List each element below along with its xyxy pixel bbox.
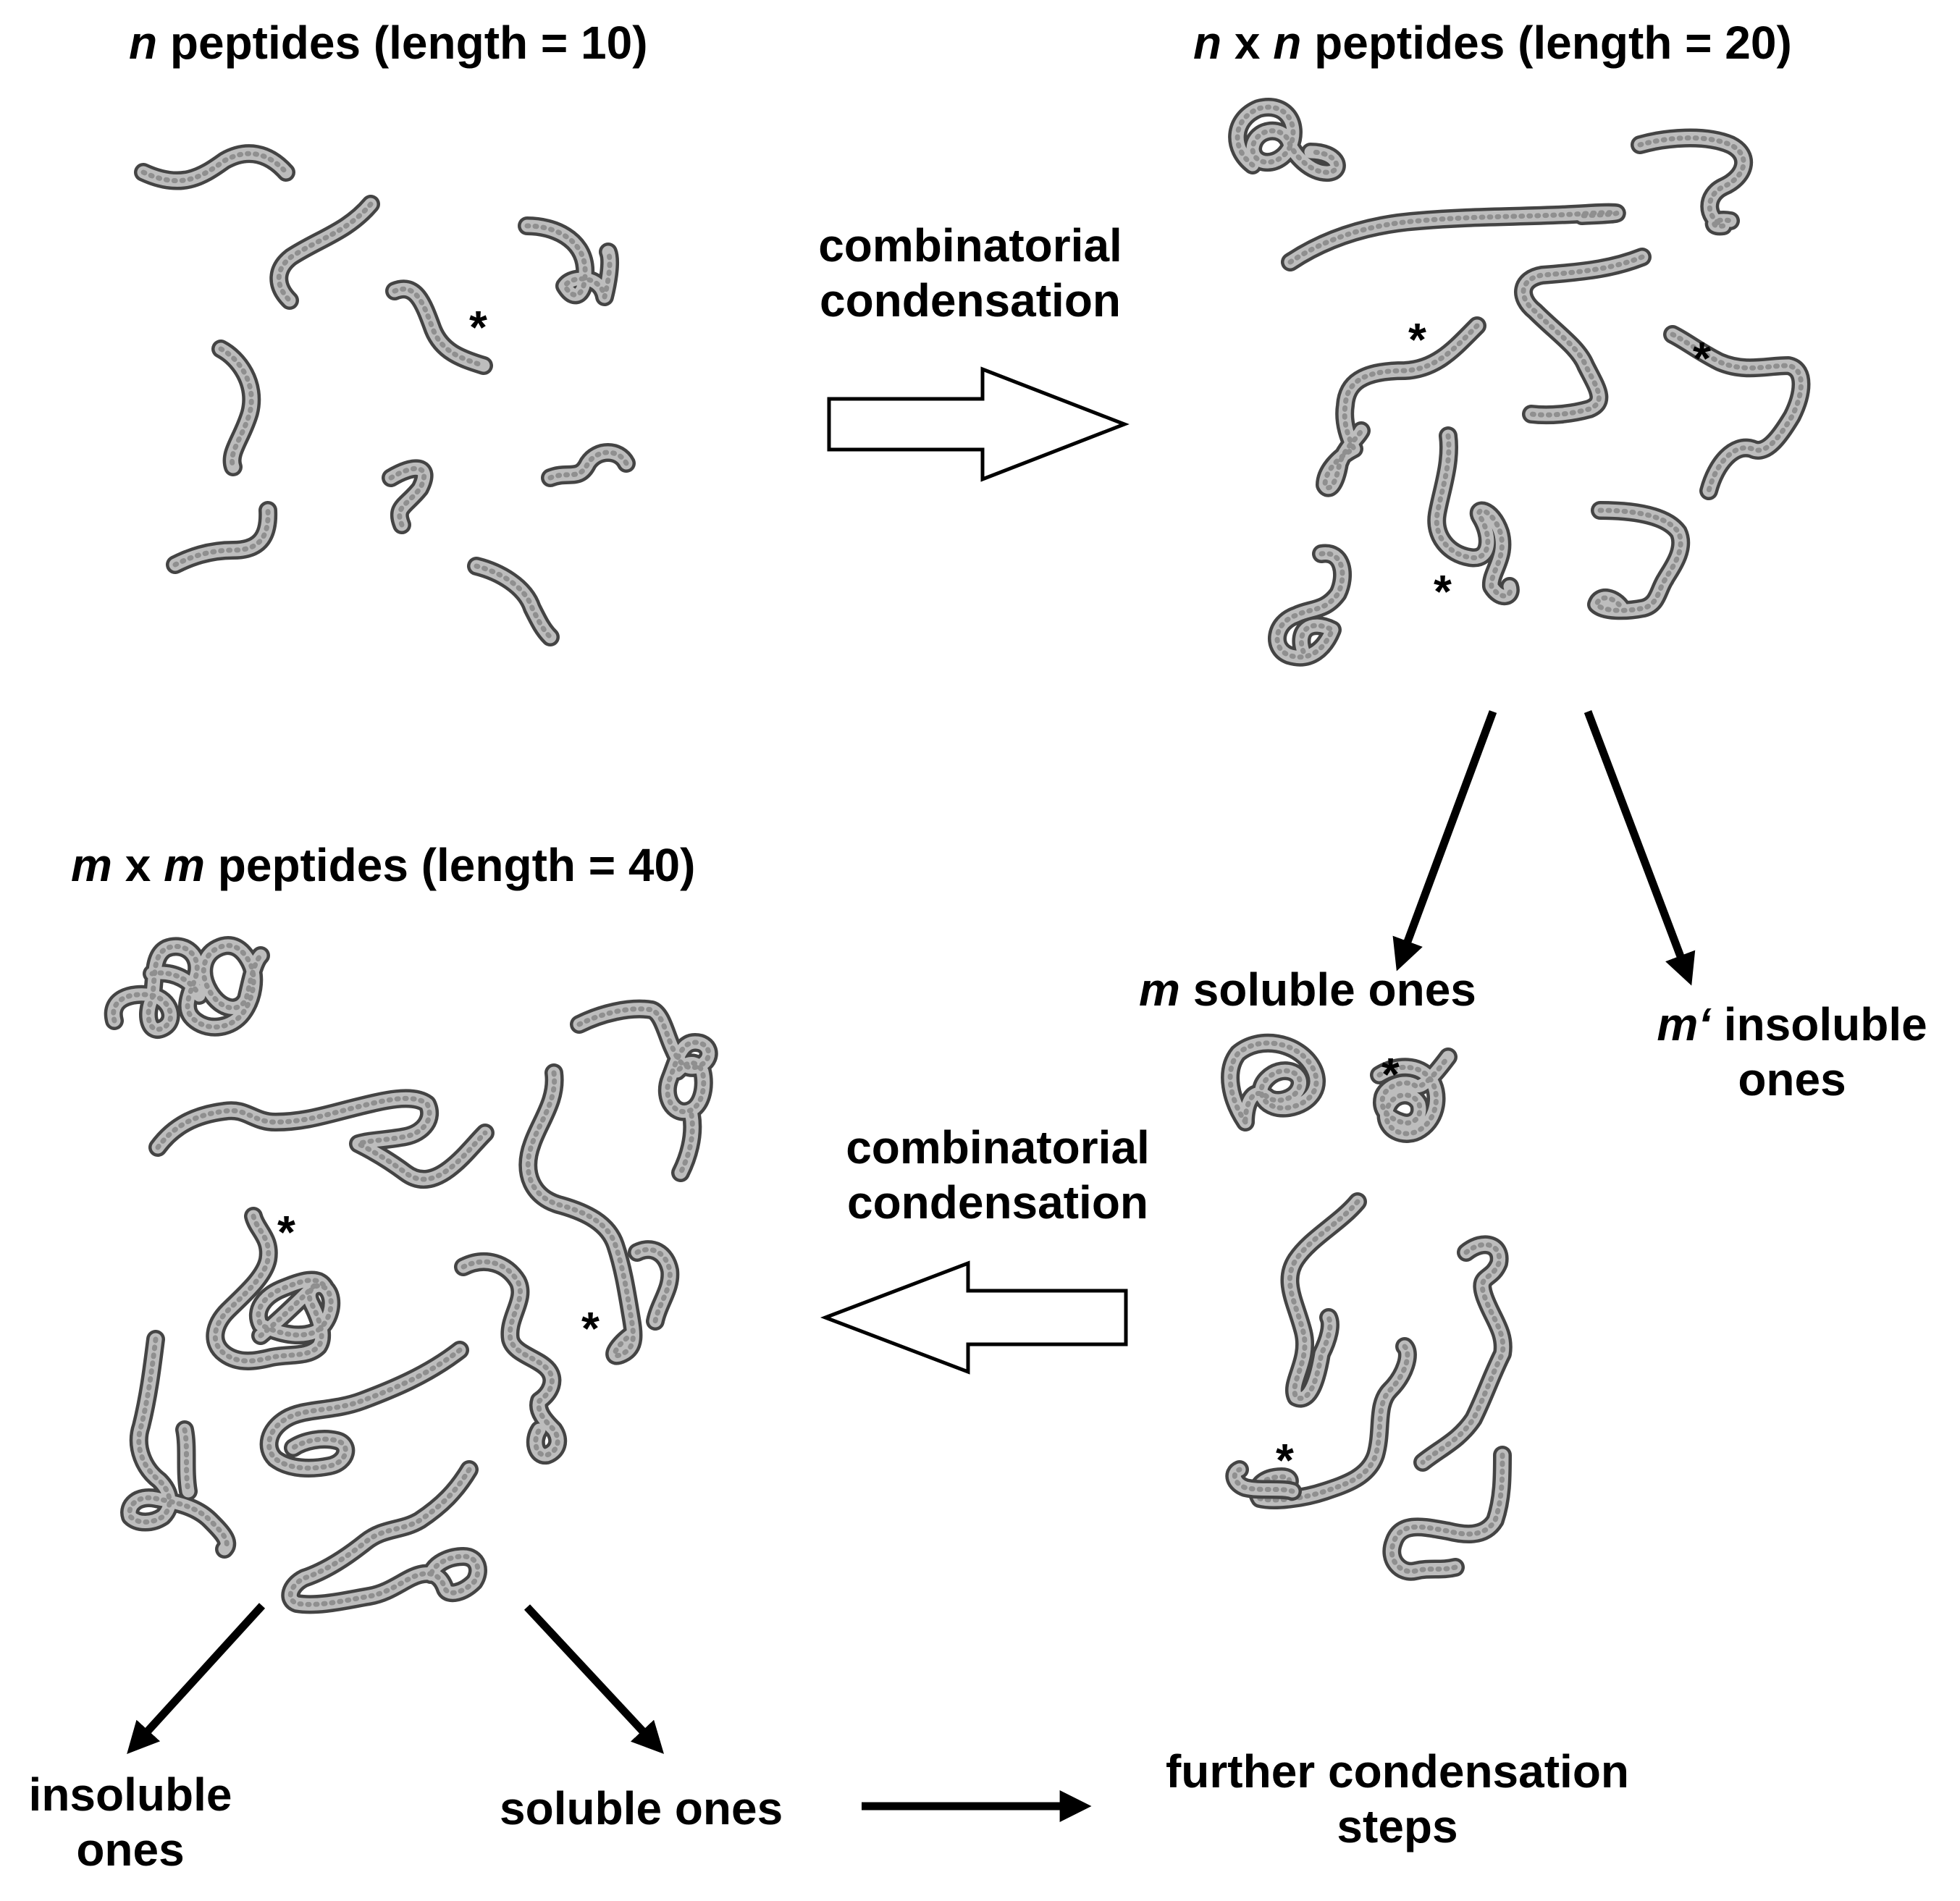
arrow-to-soluble (1392, 710, 1497, 971)
peptides-soluble-m (1221, 1033, 1513, 1581)
stage3-title: m x m peptides (length = 40) (71, 839, 696, 891)
var-m: m (71, 839, 112, 891)
stage1-title: n peptides (length = 10) (129, 17, 648, 69)
var-m-prime: m‘ (1657, 998, 1711, 1050)
marker-asterisk: * (1381, 1048, 1400, 1100)
var-n: n (1273, 17, 1302, 69)
var-n: n (1193, 17, 1222, 69)
marker-asterisk: * (581, 1302, 600, 1354)
var-n: n (129, 17, 158, 69)
marker-asterisk: * (277, 1206, 295, 1258)
marker-asterisk: * (1693, 332, 1711, 384)
further-steps-label: further condensation steps (1165, 1745, 1630, 1852)
arrow-to-insoluble (1583, 710, 1696, 986)
bottom-insoluble-label: insoluble ones (28, 1769, 232, 1876)
step-label-mid: combinatorial condensation (846, 1121, 1150, 1228)
peptides-stage1 (134, 144, 636, 646)
step-label-top: combinatorial condensation (818, 219, 1122, 326)
marker-asterisk: * (1276, 1434, 1294, 1486)
peptides-stage3 (104, 936, 718, 1614)
marker-asterisk: * (1408, 313, 1426, 366)
block-arrow-right (827, 366, 1130, 482)
peptide (272, 198, 377, 307)
var-m: m (1139, 964, 1180, 1016)
arrow-to-bottom-soluble (523, 1604, 664, 1754)
block-arrow-left (820, 1260, 1128, 1375)
marker-asterisk: * (1434, 565, 1452, 617)
var-m: m (164, 839, 205, 891)
peptides-stage2 (1228, 98, 1811, 667)
bottom-soluble-label: soluble ones (500, 1782, 783, 1834)
arrow-to-bottom-insoluble (127, 1603, 266, 1755)
peptide (1517, 250, 1649, 421)
soluble-m-label: m soluble ones (1139, 964, 1476, 1016)
stage2-title: n x n peptides (length = 20) (1193, 17, 1792, 69)
peptide (457, 1255, 564, 1462)
insoluble-m-label: m‘ insoluble ones (1657, 998, 1927, 1105)
peptide (1385, 1449, 1509, 1578)
marker-asterisk: * (469, 301, 487, 353)
